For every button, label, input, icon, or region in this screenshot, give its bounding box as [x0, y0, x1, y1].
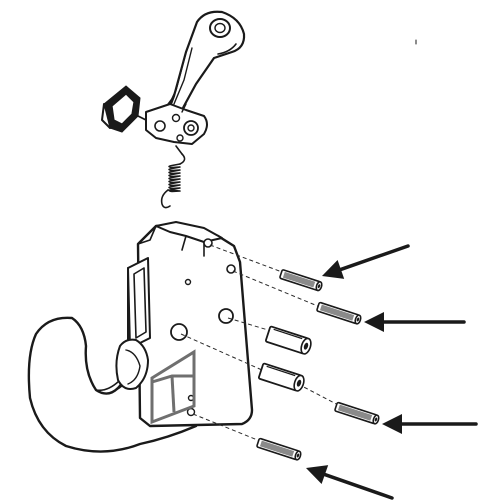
insertion-arrows [306, 244, 478, 500]
alignment-lines [180, 244, 341, 442]
arrow-1 [322, 244, 410, 279]
arrow-2 [364, 312, 466, 332]
latch-lever [101, 10, 246, 155]
arrow-4 [306, 465, 394, 500]
fastener-parts [256, 269, 380, 461]
tension-spring [160, 153, 186, 209]
pin-3 [334, 401, 380, 425]
pin-4 [256, 437, 302, 461]
hook-body [27, 221, 254, 453]
arrow-3 [382, 414, 478, 434]
pin-2 [316, 301, 362, 325]
pin-1 [279, 269, 323, 292]
plate-marking [150, 349, 196, 425]
bushing-1 [264, 325, 312, 355]
bushing-2 [257, 362, 305, 392]
